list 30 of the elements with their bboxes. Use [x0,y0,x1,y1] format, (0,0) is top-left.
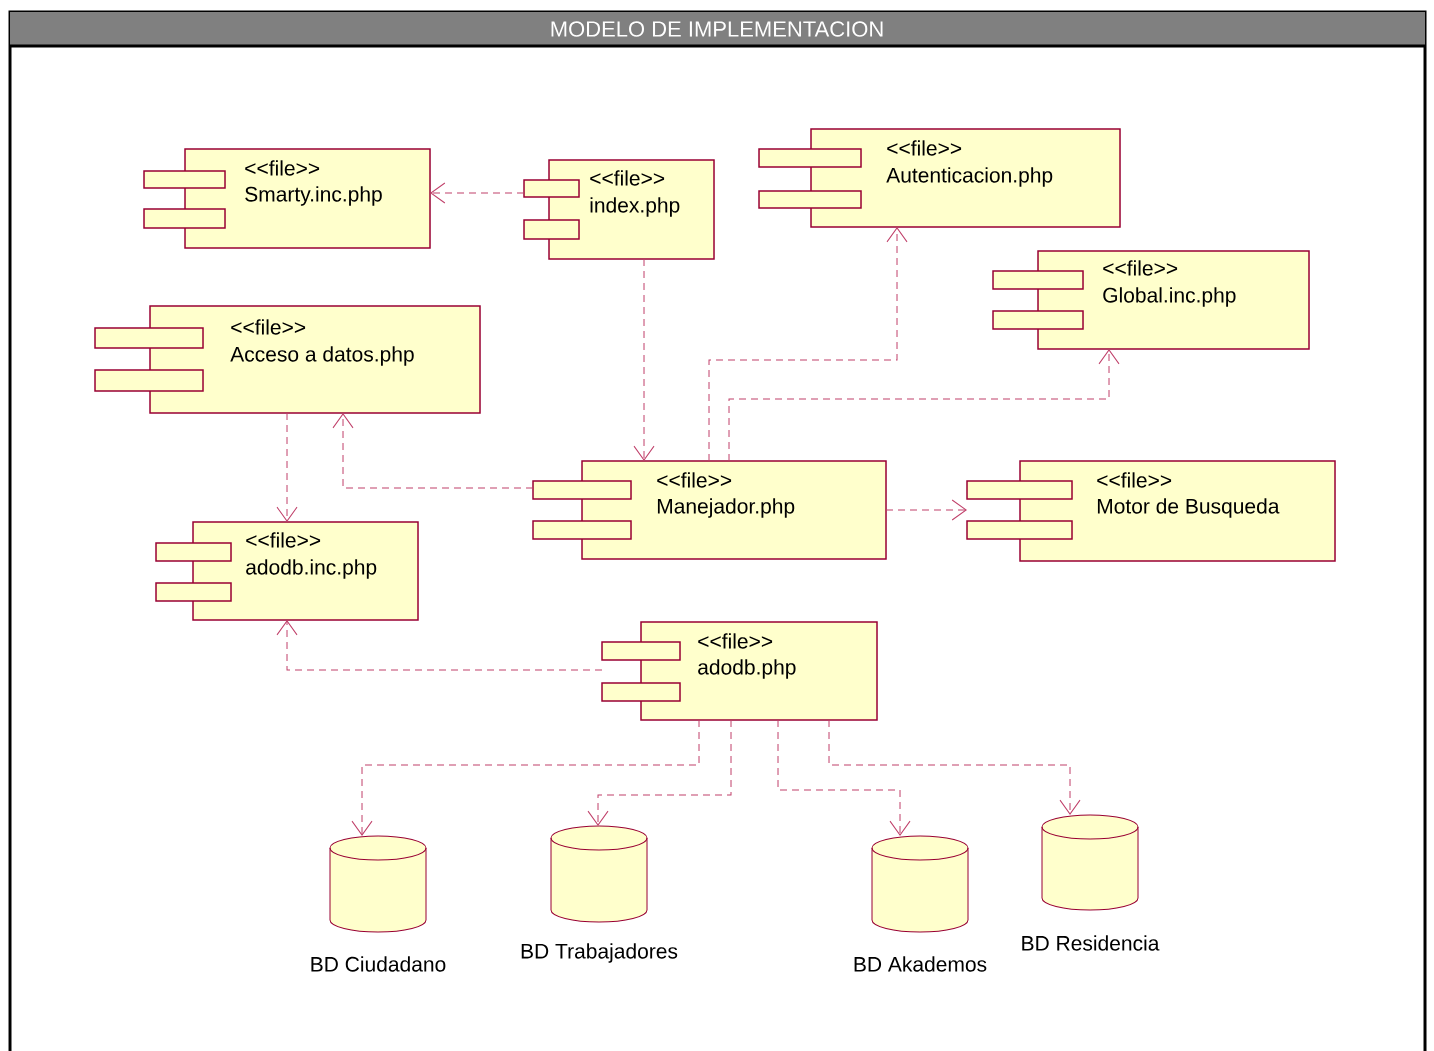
component-box: <<file>> index.php [523,159,715,260]
component-box: <<file>> adodb.inc.php [155,521,419,621]
dependency-arrow [633,258,655,461]
dependency-arrow [430,182,525,204]
database-cylinder: BD Ciudadano [311,835,446,972]
component-box: <<file>> Manejador.php [532,460,887,560]
node-label: BD Ciudadano [311,956,446,972]
component-box: <<file>> Global.inc.php [992,250,1310,350]
component-box: <<file>> Smarty.inc.php [143,148,431,249]
component-box: <<file>> Autenticacion.php [758,128,1121,228]
dependency-arrow [828,719,1081,815]
dependency-arrow [708,227,908,462]
database-cylinder: BD Akademos [854,835,987,972]
dependency-arrow [728,349,1120,462]
component-box: <<file>> Acceso a datos.php [94,305,481,414]
database-cylinder: BD Residencia [1022,814,1160,951]
dependency-arrow [276,412,298,522]
dependency-arrow [777,719,911,836]
title-bar: MODELO DE IMPLEMENTACION [10,12,1425,48]
node-label: BD Trabajadores [521,943,678,963]
dependency-arrow [351,719,700,836]
dependency-arrow [276,620,603,671]
dependency-arrow [332,413,534,489]
database-cylinder: BD Trabajadores [521,825,678,963]
component-box: <<file>> Motor de Busqueda [966,460,1336,562]
component-box: <<file>> adodb.php [601,621,878,721]
node-label: BD Residencia [1022,935,1160,951]
dependency-arrow [587,719,732,826]
node-label: BD Akademos [854,956,987,972]
dependency-arrow [885,499,967,521]
